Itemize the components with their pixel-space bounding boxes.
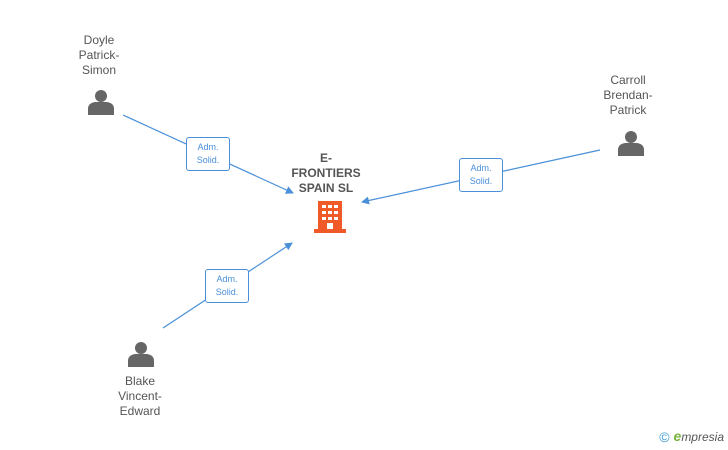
person-icon[interactable] bbox=[618, 131, 644, 156]
footer-brand[interactable]: © empresia bbox=[659, 428, 724, 446]
person-name-line: Simon bbox=[81, 63, 116, 77]
brand-logo: empresia bbox=[674, 428, 724, 446]
person-icon[interactable] bbox=[128, 342, 154, 367]
company-name-line: E- bbox=[320, 151, 332, 165]
person-name-line: Vincent- bbox=[118, 389, 162, 403]
relation-badge-carroll[interactable]: Adm. Solid. bbox=[459, 158, 503, 192]
building-icon[interactable] bbox=[314, 201, 346, 233]
person-name-line: Brendan- bbox=[603, 88, 653, 102]
person-name-line: Doyle bbox=[83, 33, 115, 47]
relation-role-line: Adm. bbox=[197, 142, 219, 152]
company-name[interactable]: E- FRONTIERS SPAIN SL bbox=[281, 151, 371, 196]
person-name-carroll[interactable]: Carroll Brendan- Patrick bbox=[583, 73, 673, 118]
relation-badge-doyle[interactable]: Adm. Solid. bbox=[186, 137, 230, 171]
person-name-line: Edward bbox=[119, 404, 161, 418]
relation-badge-blake[interactable]: Adm. Solid. bbox=[205, 269, 249, 303]
brand-initial: e bbox=[673, 428, 682, 444]
relation-role-line: Adm. bbox=[470, 163, 492, 173]
person-icon[interactable] bbox=[88, 90, 114, 115]
relation-role-line: Adm. bbox=[216, 274, 238, 284]
relation-role-line: Solid. bbox=[469, 176, 493, 186]
person-name-line: Blake bbox=[124, 374, 156, 388]
relation-role-line: Solid. bbox=[196, 155, 220, 165]
relation-role-line: Solid. bbox=[215, 287, 239, 297]
copyright-icon: © bbox=[659, 429, 670, 445]
company-name-line: SPAIN SL bbox=[298, 181, 354, 195]
brand-name: mpresia bbox=[681, 430, 724, 444]
person-name-line: Patrick bbox=[609, 103, 647, 117]
person-name-line: Carroll bbox=[610, 73, 646, 87]
person-name-blake[interactable]: Blake Vincent- Edward bbox=[95, 374, 185, 419]
company-name-line: FRONTIERS bbox=[291, 166, 361, 180]
person-name-doyle[interactable]: Doyle Patrick- Simon bbox=[54, 33, 144, 78]
person-name-line: Patrick- bbox=[78, 48, 120, 62]
